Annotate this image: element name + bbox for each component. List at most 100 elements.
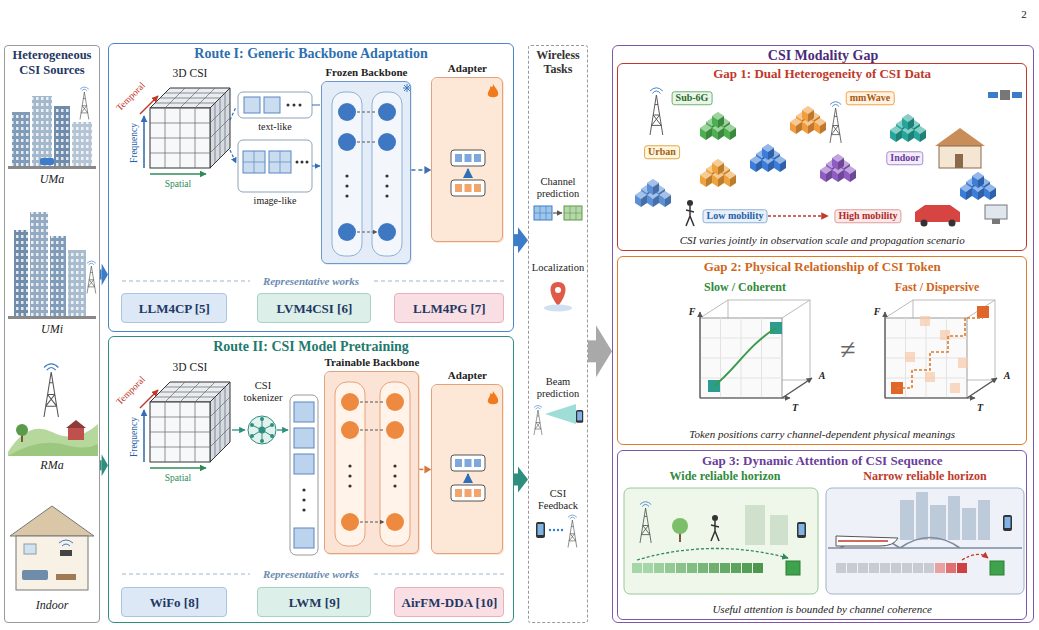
route-one-illustration-part — [338, 133, 356, 151]
gap-three-illustration-part — [935, 563, 945, 573]
task-icons-part — [576, 410, 583, 423]
route-two-illustration-part — [302, 498, 305, 501]
route-one-illustration-part — [372, 92, 402, 256]
route-one-illustration-part — [345, 194, 348, 197]
gap-three-illustration-part — [687, 563, 697, 573]
route-one-illustration-part — [378, 133, 396, 151]
gap-two-illustration-part — [700, 318, 782, 398]
gap-one-illustration-part — [686, 206, 694, 226]
route-one-illustration-part — [332, 92, 362, 256]
task-icons-part — [564, 206, 582, 220]
scenario-illustration-part — [30, 212, 48, 316]
route-one-illustration-part — [238, 92, 312, 118]
connector-line — [411, 169, 424, 171]
route-two-illustration-part — [294, 528, 314, 548]
connector — [419, 465, 431, 473]
task-icons-part — [564, 206, 582, 220]
route-one-illustration-part — [243, 151, 291, 173]
gap-three-illustration-part — [880, 563, 890, 573]
route-two-illustration-part — [277, 429, 288, 430]
task-icons-part — [545, 404, 576, 424]
route-two-illustration-part — [250, 434, 254, 438]
arrow-head — [424, 166, 431, 174]
node-caption: Useful attention is bounded by channel c… — [618, 603, 1026, 616]
axis-label: Temporal — [114, 374, 147, 407]
gap-one-illustration-part — [830, 102, 841, 143]
gap-one-illustration-part — [750, 144, 786, 172]
node-title: Adapter — [406, 62, 528, 75]
gap-three-illustration-part — [990, 561, 1004, 575]
route-two-illustration-part — [294, 428, 314, 448]
connector — [100, 454, 108, 476]
task-icons-part — [536, 522, 545, 538]
route-two-illustration-part — [294, 402, 314, 422]
work-box: LLM4PG [7] — [394, 293, 504, 323]
gap-three-illustration — [624, 488, 1024, 594]
gap-three-illustration-part — [900, 500, 914, 540]
gap-two-illustration-part — [885, 300, 995, 398]
gap-three-illustration-part — [665, 563, 675, 573]
gap-one-illustration-part — [768, 215, 828, 217]
gap-one-illustration-part — [985, 205, 1007, 219]
route-two-illustration-part — [290, 395, 318, 555]
gap-two-illustration-part — [950, 383, 960, 393]
regime-label: Fast / Dispersive — [895, 281, 980, 295]
gap-three-illustration-part — [676, 563, 686, 573]
node-title: WiFo [8] — [150, 595, 199, 611]
route-two-illustration-part — [386, 421, 404, 439]
gap-three-illustration-part — [720, 563, 730, 573]
gap-three-illustration-part — [978, 500, 990, 540]
gap-two-illustration-part — [925, 372, 935, 382]
input-label: 3D CSI — [173, 361, 208, 374]
gap-two-illustration-part — [905, 352, 915, 362]
scenario-illustration-part — [72, 122, 92, 166]
gap-two-illustration-part — [885, 397, 975, 398]
connector — [411, 166, 431, 174]
gap-three-illustration-part — [753, 563, 763, 573]
scenario-illustration-part — [68, 250, 86, 316]
gap-three-illustration-part — [869, 563, 879, 573]
gap-three-illustration-part — [742, 563, 752, 573]
route-one-illustration-part — [244, 97, 260, 113]
node-title: Wireless Tasks — [529, 48, 587, 77]
route-two-illustration-part — [348, 484, 351, 487]
route-two-illustration-part — [393, 474, 396, 477]
gap-three-illustration-part — [637, 548, 788, 560]
node-title: Frozen Backbone — [296, 66, 436, 79]
gap-three-illustration-part — [836, 563, 846, 573]
work-box: LLM4CP [5] — [121, 293, 227, 323]
gap-three-illustration-part — [924, 563, 934, 573]
axis-letter: A — [819, 370, 826, 382]
task-icons-part — [555, 287, 561, 293]
route-one-illustration-part — [385, 174, 388, 177]
route-two-illustration-part — [488, 391, 498, 404]
route-one-illustration-part — [296, 161, 299, 164]
task-icons-part — [551, 282, 566, 306]
scenario-illustration-part — [32, 96, 52, 166]
gap-three-illustration-part — [731, 563, 741, 573]
route-two-illustration-part — [380, 382, 410, 546]
route-two-illustration-part — [140, 390, 158, 408]
gap-two-illustration-part — [885, 318, 967, 398]
node-title: LLM4PG [7] — [413, 301, 486, 317]
gap-one-illustration-part — [700, 159, 736, 187]
node-title: LWM [9] — [289, 595, 340, 611]
backbone-box: Frozen Backbone — [321, 81, 411, 264]
gap-two-illustration-part — [920, 316, 930, 326]
arrow-head — [518, 467, 528, 493]
scenario-illustration-part — [50, 236, 66, 316]
gap-three-illustration-part — [632, 563, 642, 573]
gap-panel: CSI Modality GapGap 1: Dual Heterogeneit… — [612, 45, 1034, 623]
gap-two-illustration-part — [699, 312, 700, 398]
section-label: Representative works — [263, 568, 359, 581]
task-label: Beam prediction — [530, 376, 586, 400]
route-two-illustration-part — [150, 382, 230, 462]
scenario-illustration — [8, 87, 98, 590]
route-two-illustration-part — [260, 439, 264, 443]
route-one-illustration-part — [238, 140, 312, 192]
gap-three-illustration-part — [770, 515, 788, 545]
gap-three-illustration-part — [847, 563, 857, 573]
node-title: Route I: Generic Backbone Adaptation — [109, 46, 513, 63]
task-icons-part — [549, 529, 551, 531]
gap-three-illustration-part — [962, 508, 976, 540]
